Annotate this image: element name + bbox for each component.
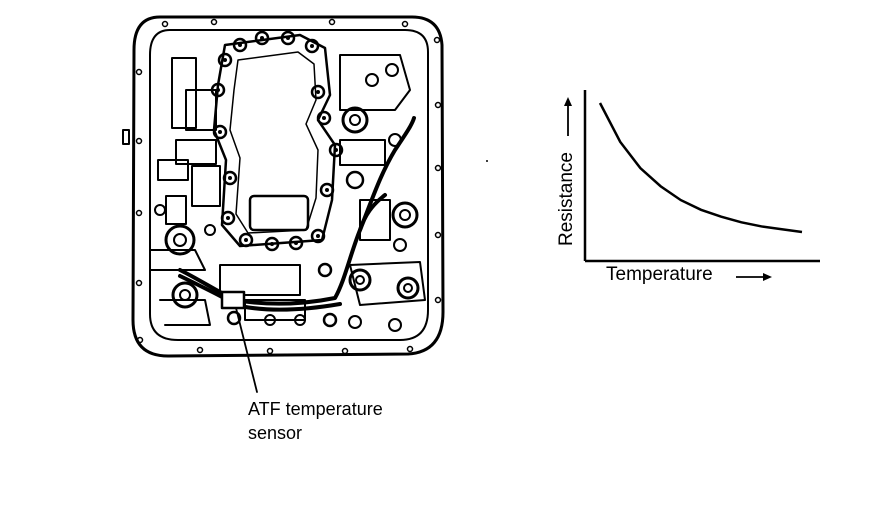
pan-inner-outline <box>149 29 429 341</box>
resistance-arrow-icon <box>564 97 572 136</box>
atf-temperature-sensor <box>220 290 246 310</box>
bottom-components <box>219 262 338 328</box>
callout-leader-line <box>235 307 258 393</box>
stray-dot <box>486 160 488 162</box>
valve-body-drawing <box>122 15 445 393</box>
x-axis-label: Temperature <box>606 264 713 285</box>
temperature-arrow-icon <box>736 273 772 281</box>
pan-outer-outline <box>131 15 445 358</box>
resistance-graph <box>564 90 820 281</box>
y-axis-label: Resistance <box>556 152 577 246</box>
right-valve-components <box>339 54 426 332</box>
sensor-label-line1: ATF temperature <box>248 399 383 419</box>
sensor-label-line2: sensor <box>248 423 303 443</box>
pan-bolt-holes <box>135 18 442 355</box>
cover-bolt-centers <box>216 36 338 246</box>
pan-edge-tab <box>122 129 130 145</box>
cover-window <box>248 194 310 232</box>
central-cover-inner <box>229 51 319 234</box>
resistance-curve <box>598 102 803 234</box>
cover-bolt-bosses <box>210 30 344 252</box>
left-valve-components <box>149 57 221 326</box>
